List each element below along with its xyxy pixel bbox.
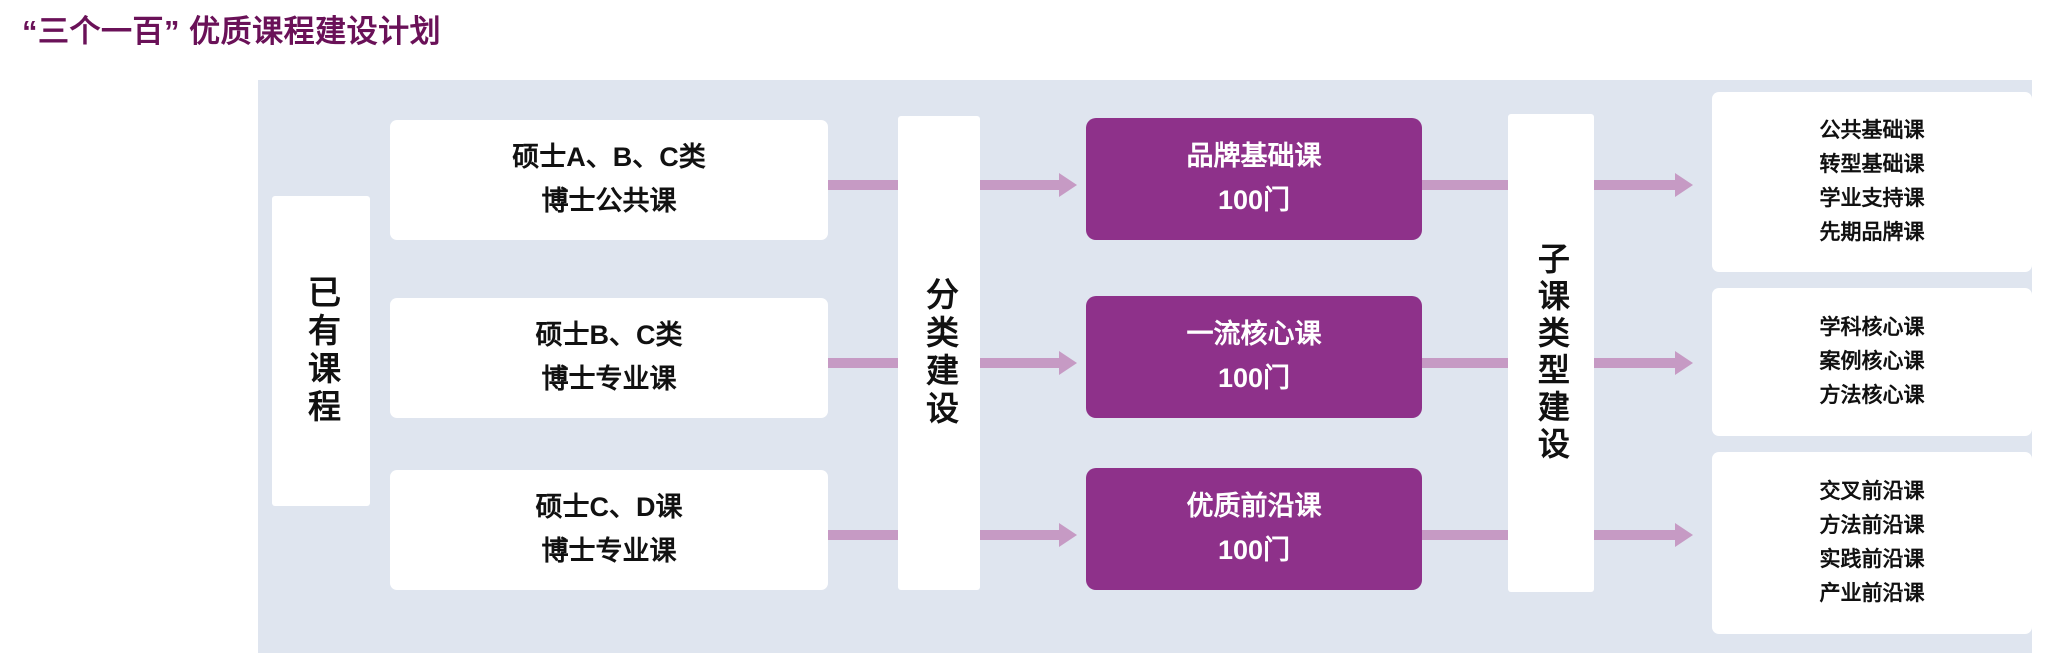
source-box-row-1[interactable]: 硕士A、B、C类 博士公共课 [390,120,828,240]
arrow-source-to-classify-row-3 [828,530,898,540]
subtype-item: 公共基础课 [1819,118,1925,142]
stage-existing-courses-label: 已有课程 [303,275,341,427]
arrowhead-icon [1059,523,1077,547]
arrowhead-icon [1675,523,1693,547]
page-title: “三个一百” 优质课程建设计划 [22,14,442,49]
arrow-target-to-subtype-row-2 [1422,358,1508,368]
arrow-subtype-to-list-row-2 [1594,351,1693,375]
arrow-source-to-classify-row-2 [828,358,898,368]
subtype-item: 转型基础课 [1819,152,1925,176]
subtype-item: 产业前沿课 [1819,582,1925,606]
source-box-row-3[interactable]: 硕士C、D课 博士专业课 [390,470,828,590]
source-box-row-1-line-1: 硕士A、B、C类 [512,142,706,173]
source-box-row-2-line-2: 博士专业课 [541,364,677,394]
arrow-classify-to-target-row-3 [980,523,1077,547]
target-box-row-3-count: 100门 [1217,535,1291,565]
target-box-row-1-name: 品牌基础课 [1186,141,1322,172]
target-box-row-2[interactable]: 一流核心课 100门 [1086,296,1422,418]
arrowhead-icon [1675,173,1693,197]
target-box-row-2-name: 一流核心课 [1186,319,1322,350]
stage-subcourse-type-construction-label: 子课类型建设 [1533,242,1570,464]
subtype-item: 先期品牌课 [1819,221,1925,245]
arrow-target-to-subtype-row-3 [1422,530,1508,540]
arrowhead-icon [1059,173,1077,197]
subtype-item: 学科核心课 [1819,315,1925,339]
arrow-classify-to-target-row-2 [980,351,1077,375]
subtype-item: 交叉前沿课 [1819,479,1925,503]
arrow-target-to-subtype-row-1 [1422,180,1508,190]
arrow-source-to-classify-row-1 [828,180,898,190]
stage-existing-courses[interactable]: 已有课程 [272,196,370,506]
subtype-item: 实践前沿课 [1819,548,1925,571]
source-box-row-3-line-2: 博士专业课 [541,536,677,566]
target-box-row-1[interactable]: 品牌基础课 100门 [1086,118,1422,240]
target-box-row-3-name: 优质前沿课 [1186,491,1322,522]
subtype-list-row-1[interactable]: 公共基础课 转型基础课 学业支持课 先期品牌课 [1712,92,2032,272]
subtype-list-row-2[interactable]: 学科核心课 案例核心课 方法核心课 [1712,288,2032,436]
target-box-row-1-count: 100门 [1217,185,1291,215]
subtype-item: 方法前沿课 [1819,513,1925,537]
arrowhead-icon [1675,351,1693,375]
source-box-row-3-line-1: 硕士C、D课 [535,492,683,523]
subtype-item: 方法核心课 [1819,384,1925,407]
arrowhead-icon [1059,351,1077,375]
source-box-row-2-line-1: 硕士B、C类 [535,320,683,351]
target-box-row-3[interactable]: 优质前沿课 100门 [1086,468,1422,590]
target-box-row-2-count: 100门 [1217,363,1291,393]
stage-classified-construction[interactable]: 分类建设 [898,116,980,590]
arrow-subtype-to-list-row-1 [1594,173,1693,197]
arrow-classify-to-target-row-1 [980,173,1077,197]
source-box-row-1-line-2: 博士公共课 [541,186,677,216]
stage-classified-construction-label: 分类建设 [921,277,959,429]
subtype-item: 学业支持课 [1819,187,1925,210]
source-box-row-2[interactable]: 硕士B、C类 博士专业课 [390,298,828,418]
subtype-item: 案例核心课 [1819,349,1925,373]
stage-subcourse-type-construction[interactable]: 子课类型建设 [1508,114,1594,592]
subtype-list-row-3[interactable]: 交叉前沿课 方法前沿课 实践前沿课 产业前沿课 [1712,452,2032,634]
arrow-subtype-to-list-row-3 [1594,523,1693,547]
